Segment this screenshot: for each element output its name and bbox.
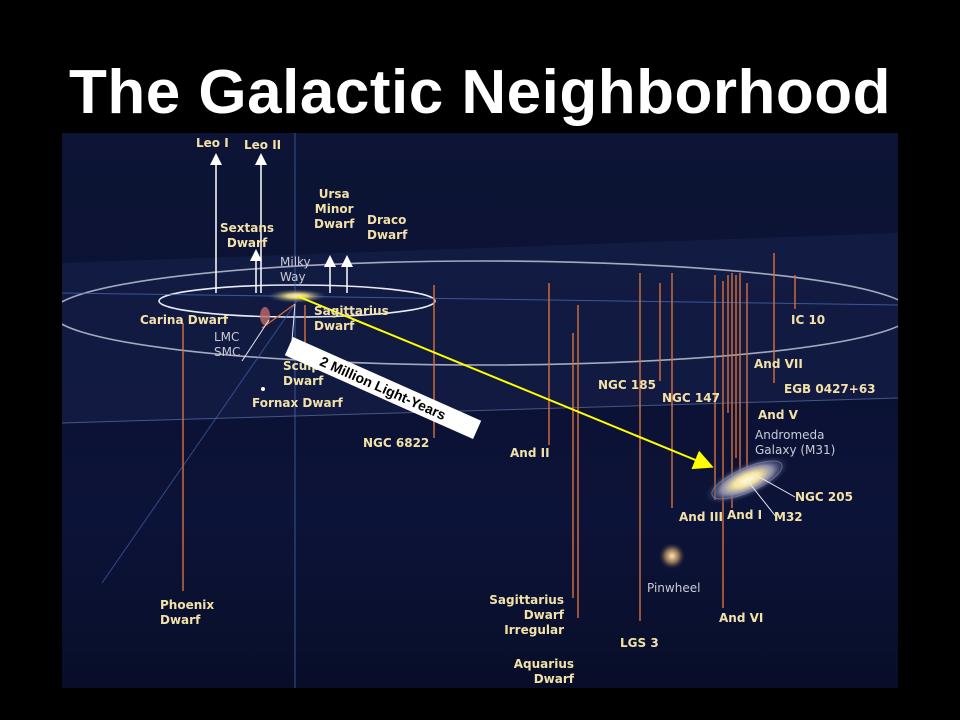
label-pinwheel: Pinwheel [647, 581, 701, 595]
drop-lines [182, 253, 796, 621]
label-andromeda: Andromeda Galaxy (M31) [755, 428, 836, 457]
label-leo1: Leo I [196, 136, 229, 150]
label-sagittarius: Sagittarius Dwarf [314, 304, 389, 333]
lmc-cloud [260, 307, 270, 325]
label-ursa-minor: Ursa Minor Dwarf [314, 187, 355, 231]
label-sagittarius-irregular: Sagittarius Dwarf Irregular [489, 593, 564, 637]
label-and6: And VI [719, 611, 764, 625]
pinwheel-galaxy [658, 542, 686, 570]
fornax-dot [261, 387, 265, 391]
map-graphics [62, 133, 898, 688]
axis-line-horizontal [62, 292, 898, 306]
label-fornax: Fornax Dwarf [252, 396, 343, 410]
label-aquarius: Aquarius Dwarf [513, 657, 574, 686]
label-and3: And III [679, 510, 723, 524]
label-ngc6822: NGC 6822 [363, 436, 430, 450]
axis-line-diagonal [101, 300, 298, 584]
label-ngc205: NGC 205 [795, 490, 853, 504]
local-group-ellipse [62, 260, 898, 366]
label-m32: M32 [774, 510, 803, 524]
label-ngc185: NGC 185 [598, 378, 656, 392]
m32-pointer [746, 479, 778, 519]
label-and5: And V [758, 408, 798, 422]
scale-arrow [296, 295, 714, 470]
label-and2: And II [510, 446, 550, 460]
plane-edge-line [62, 397, 898, 424]
galactic-plane-band [62, 233, 898, 423]
label-draco: Draco Dwarf [367, 213, 408, 242]
carina-pointer [261, 303, 296, 329]
label-and7: And VII [754, 357, 803, 371]
ngc205-pointer [751, 472, 796, 498]
label-carina: Carina Dwarf [140, 313, 229, 327]
label-lmc: LMC [214, 330, 240, 344]
slide-title: The Galactic Neighborhood [68, 58, 891, 127]
galaxy-map-panel: Leo I Leo II Sextans Dwarf Ursa Minor Dw… [62, 133, 898, 688]
milky-way-ellipse [158, 284, 436, 318]
label-ic10: IC 10 [791, 313, 826, 327]
label-sextans: Sextans Dwarf [220, 221, 275, 250]
label-milky-way: Milky Way [280, 255, 311, 284]
label-ngc147: NGC 147 [662, 391, 720, 405]
label-lgs3: LGS 3 [620, 636, 659, 650]
label-leo2: Leo II [244, 138, 282, 152]
smc-pointer [241, 319, 270, 362]
label-egb: EGB 0427+63 [784, 382, 876, 396]
label-phoenix: Phoenix Dwarf [160, 598, 215, 627]
label-smc: SMC [214, 345, 241, 359]
label-and1: And I [727, 508, 763, 522]
